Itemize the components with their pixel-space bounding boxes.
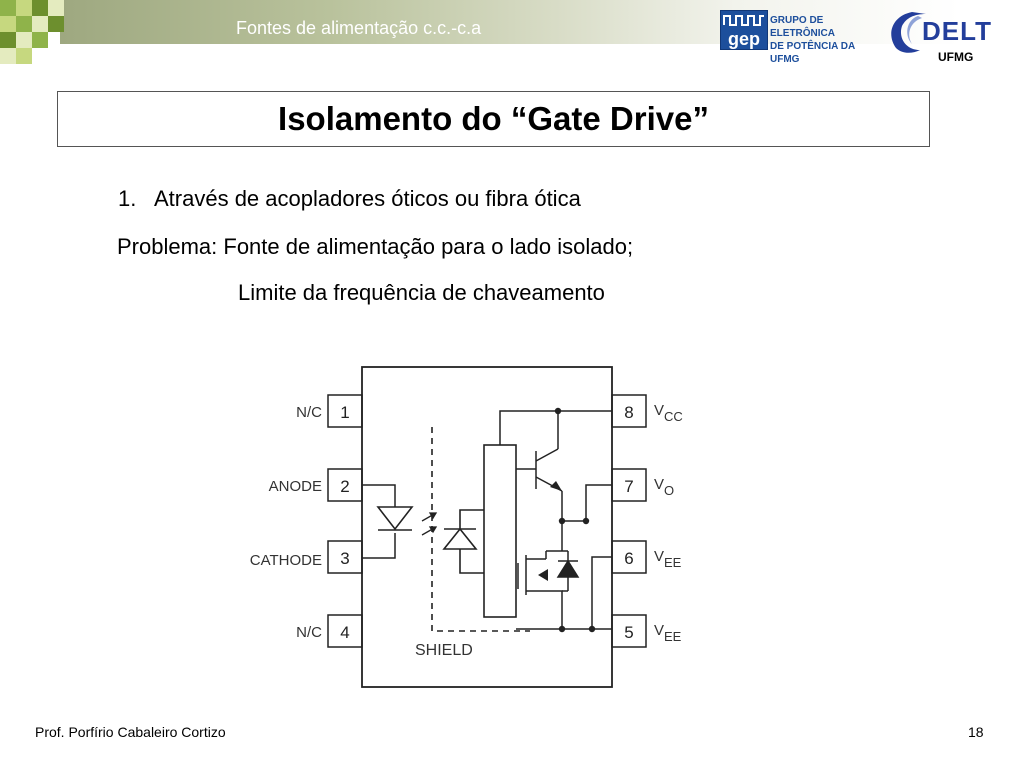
pin-number: 4 (340, 623, 349, 642)
slide-title-box: Isolamento do “Gate Drive” (57, 91, 930, 147)
gep-sub-line2: DE POTÊNCIA DA UFMG (770, 41, 855, 65)
mosfet-arrow-icon (538, 569, 548, 581)
problem-line-continued: Limite da frequência de chaveamento (238, 280, 605, 305)
shield-label: SHIELD (415, 642, 473, 659)
problem-line: Problema: Fonte de alimentação para o la… (117, 234, 634, 259)
list-item-text: Através de acopladores óticos ou fibra ó… (154, 186, 581, 211)
pin-box-3 (327, 540, 363, 574)
right-pin-numbers: 8 7 6 5 (624, 403, 633, 642)
pin-label-vee: VEE (654, 622, 682, 644)
pin-label: N/C (296, 624, 322, 641)
junction-dots (554, 407, 596, 633)
led-wiring (362, 484, 396, 559)
pin-number: 5 (624, 623, 633, 642)
body-diode-symbol (556, 559, 580, 578)
page-number: 18 (968, 724, 984, 740)
right-pins (611, 394, 647, 648)
pin-label-vo: VO (654, 476, 674, 498)
pin-label-vcc: VCC (654, 402, 683, 424)
pin-label-vee: VEE (654, 548, 682, 570)
waveform-icon (723, 15, 764, 26)
pin-label: CATHODE (250, 552, 322, 569)
pin-number: 7 (624, 477, 633, 496)
pin-number: 1 (340, 403, 349, 422)
left-pin-numbers: 1 2 3 4 (340, 403, 349, 642)
list-item-1: 1. Através de acopladores óticos ou fibra… (118, 186, 581, 212)
left-pin-labels: N/C ANODE CATHODE N/C (250, 404, 322, 641)
gep-logo-box: gep (720, 10, 768, 50)
ufmg-logo-text: UFMG (938, 50, 974, 64)
pin-label: N/C (296, 404, 322, 421)
pin-box-5 (611, 614, 647, 648)
footer-author: Prof. Porfírio Cabaleiro Cortizo (35, 724, 226, 740)
amplifier-block (483, 444, 517, 618)
pin-number: 6 (624, 549, 633, 568)
delt-logo: DELT UFMG (882, 8, 1002, 68)
gep-sub-line1: GRUPO DE ELETRÔNICA (770, 15, 835, 39)
header-bar (60, 0, 960, 44)
header-title: Fontes de alimentação c.c.-c.a (236, 18, 482, 38)
optocoupler-circuit-diagram: 1 2 3 4 8 7 6 5 N/C ANODE CATHODE N/C VC… (250, 366, 683, 688)
gep-logo-subtitle: GRUPO DE ELETRÔNICA DE POTÊNCIA DA UFMG (770, 14, 870, 66)
chip-body (361, 366, 613, 688)
pin-box-1 (327, 394, 363, 428)
gep-logo-text: gep (727, 29, 760, 49)
list-item-number: 1. (118, 186, 137, 211)
light-arrows-icon (421, 512, 438, 536)
pin-label: ANODE (269, 478, 322, 495)
pin-box-4 (327, 614, 363, 648)
left-pins (327, 394, 363, 648)
delt-logo-text: DELT (922, 16, 992, 46)
bjt-arrow-icon (550, 481, 562, 491)
slide-title: Isolamento do “Gate Drive” (278, 100, 709, 137)
right-pin-labels: VCC VO VEE VEE (654, 402, 683, 644)
decorative-checker-pattern (0, 0, 80, 64)
output-wiring (499, 410, 612, 630)
shield-line (431, 427, 530, 632)
pin-number: 2 (340, 477, 349, 496)
pin-number: 3 (340, 549, 349, 568)
delt-swoosh-icon (891, 12, 926, 53)
photodiode-symbol (442, 509, 484, 574)
pin-number: 8 (624, 403, 633, 422)
gep-logo: gep GRUPO DE ELETRÔNICA DE POTÊNCIA DA U… (720, 10, 870, 65)
led-diode-symbol (376, 505, 414, 531)
